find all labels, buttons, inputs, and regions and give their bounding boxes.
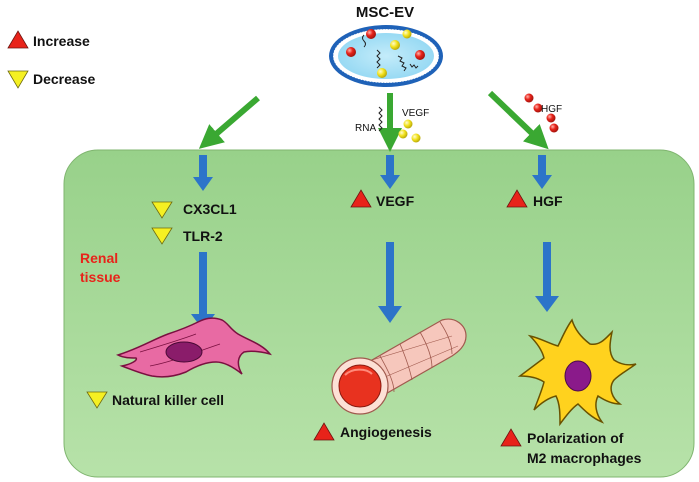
decrease-triangle-icon bbox=[151, 227, 173, 245]
green-arrow-left bbox=[198, 95, 260, 149]
m2-macrophage-icon bbox=[517, 318, 637, 427]
legend: Increase Decrease bbox=[7, 30, 95, 89]
angiogenesis-label: Angiogenesis bbox=[340, 424, 432, 440]
msc-ev-vesicle: MSC-EV bbox=[329, 4, 443, 87]
msc-ev-title: MSC-EV bbox=[356, 4, 414, 21]
increase-triangle-icon bbox=[7, 30, 29, 49]
vegf-cargo-label: VEGF bbox=[402, 108, 429, 119]
vegf-marker-label: VEGF bbox=[376, 193, 415, 209]
decrease-triangle-icon bbox=[7, 70, 29, 89]
polarization-label-line2: M2 macrophages bbox=[527, 450, 642, 466]
polarization-label-line1: Polarization of bbox=[527, 430, 624, 446]
decrease-triangle-icon bbox=[151, 201, 173, 219]
increase-triangle-icon bbox=[350, 189, 372, 208]
renal-label: Renal bbox=[80, 250, 118, 266]
natural-killer-cell-icon bbox=[116, 317, 272, 378]
hgf-marker-label: HGF bbox=[533, 193, 563, 209]
hgf-cargo-label: HGF bbox=[541, 104, 562, 115]
decrease-triangle-icon bbox=[86, 391, 108, 409]
increase-triangle-icon bbox=[313, 422, 335, 441]
cx3cl1-label: CX3CL1 bbox=[183, 201, 237, 217]
rna-vegf-cargo: RNA VEGF bbox=[355, 106, 429, 143]
rna-label: RNA bbox=[355, 123, 376, 134]
hgf-cargo: HGF bbox=[524, 93, 562, 133]
natural-killer-cell-label: Natural killer cell bbox=[112, 392, 224, 408]
legend-decrease-label: Decrease bbox=[33, 71, 95, 87]
legend-increase-label: Increase bbox=[33, 33, 90, 49]
increase-triangle-icon bbox=[506, 189, 528, 208]
rna-strand-icon bbox=[378, 106, 383, 132]
blood-vessel-icon bbox=[331, 318, 467, 415]
tlr2-label: TLR-2 bbox=[183, 228, 223, 244]
green-arrow-right bbox=[487, 90, 549, 150]
tissue-label: tissue bbox=[80, 269, 121, 285]
increase-triangle-icon bbox=[500, 428, 522, 447]
